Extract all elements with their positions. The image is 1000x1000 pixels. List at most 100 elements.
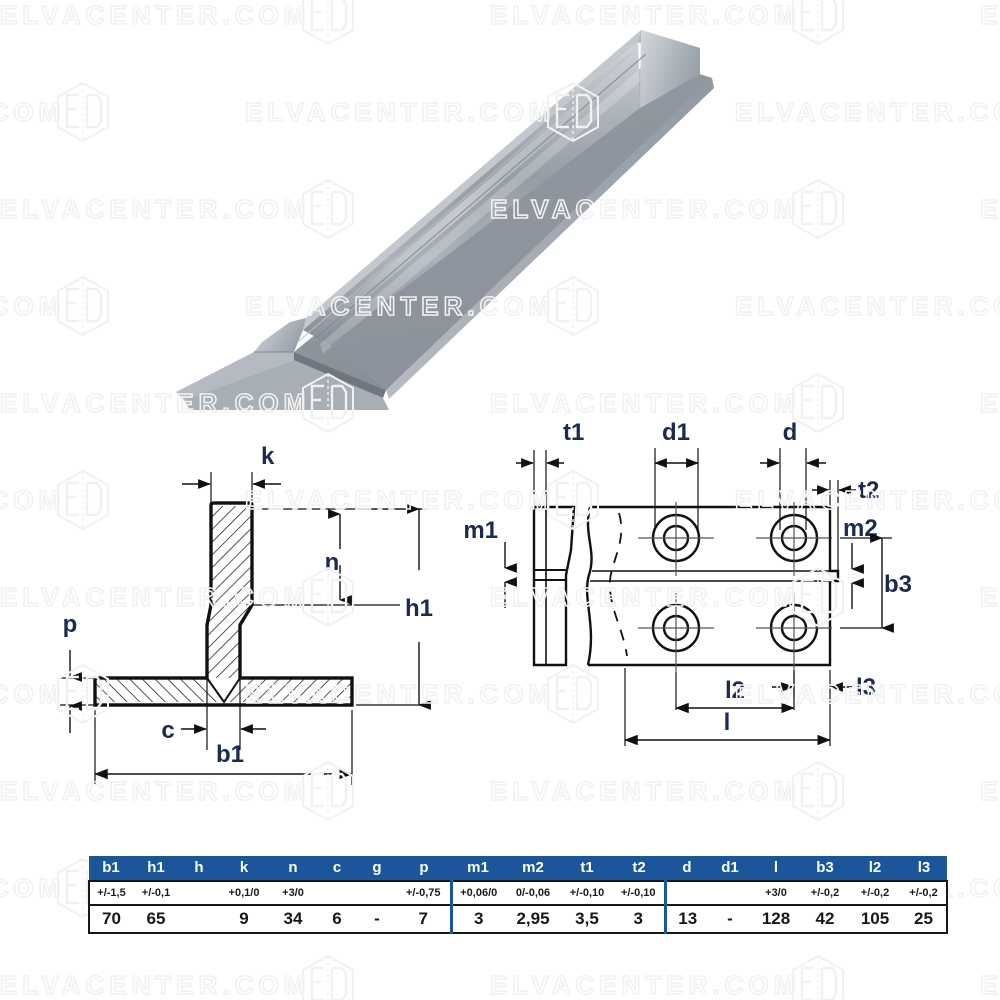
table-header-l2: l2 [849,856,901,881]
tolerance-p: +/-0,75 [397,881,451,905]
label-k: k [261,443,275,470]
table-header-g: g [357,856,397,881]
rail-web-highlight-2 [320,62,650,354]
table-header-m1: m1 [451,856,505,881]
value-c: 6 [317,905,357,933]
value-t2: 3 [613,905,665,933]
tolerance-d1 [709,881,751,905]
value-n: 34 [269,905,317,933]
table-header-d: d [665,856,709,881]
tolerance-b1: +/-1,5 [88,881,133,905]
watermark-text: ELVACENTER.COM [489,969,801,1000]
label-m1: m1 [463,517,498,544]
technical-drawings: GF1 k [0,410,1000,840]
rail-base-front [386,78,714,399]
tolerance-d [663,881,709,905]
tolerance-l3: +/-0,2 [901,881,948,905]
tolerance-h [179,881,219,905]
tolerance-c [317,881,357,905]
label-l: l [724,709,731,736]
value-b3: 42 [801,905,849,933]
label-d: d [783,419,798,446]
value-m1: 3 [449,905,505,933]
table-header-n: n [269,856,317,881]
value-d: 13 [663,905,709,933]
profile-base-hatch-right [224,679,352,702]
hidden-edge-dashed [609,512,628,657]
table-header-p: p [397,856,451,881]
watermark-logo-icon [792,954,844,1000]
drawings-svg: GF1 k [60,419,912,785]
watermark-logo [300,954,356,1000]
fishplate-drawing: t1 d1 d t2 [463,419,912,746]
tolerance-m1: +0,06/0 [449,881,505,905]
label-b3: b3 [884,571,912,598]
label-d1: d1 [662,419,690,446]
profile-cross-section: GF1 k [60,443,433,785]
watermark-text: ELVACENTER.COM [979,969,1000,1000]
value-d1: - [709,905,751,933]
tolerance-k: +0,1/0 [219,881,269,905]
table-header-b1: b1 [89,856,133,881]
watermark-text: ELVACENTER.COM [0,872,66,904]
value-m2: 2,95 [505,905,561,933]
rail-near-end-cut [254,318,306,352]
label-l3: l3 [856,674,876,701]
fishplate-plan-outline [588,505,840,667]
product-photo [0,0,1000,410]
watermark-text: ELVACENTER.COM [0,969,311,1000]
table-header-h: h [179,856,219,881]
value-l2: 105 [849,905,901,933]
label-l2: l2 [725,677,745,704]
fishplate-side-view [532,505,576,667]
table-header-l: l [751,856,801,881]
label-c: c [161,717,174,744]
tolerance-b3: +/-0,2 [801,881,849,905]
tolerance-h1: +/-0,1 [133,881,179,905]
rail-near-base-cut [176,352,294,400]
value-t1: 3,5 [561,905,613,933]
tolerance-l2: +/-0,2 [849,881,901,905]
value-k: 9 [219,905,269,933]
value-h1: 65 [133,905,179,933]
break-line [585,506,593,666]
value-b1: 70 [88,905,133,933]
tolerance-t1: +/-0,10 [561,881,613,905]
table-header-k: k [219,856,269,881]
rail-head-end [640,30,700,108]
tolerance-m2: 0/-0,06 [505,881,561,905]
table-header-t2: t2 [613,856,665,881]
value-h [179,905,219,933]
value-p: 7 [397,905,451,933]
watermark-logo-icon [302,954,354,1000]
product-photo-illustration [176,30,714,410]
table-header-d1: d1 [709,856,751,881]
table-header-l3: l3 [901,856,947,881]
watermark-row: ELVACENTER.COM ELVACENTER.COM ELVACENTER.C… [0,954,1000,1000]
table-header-t1: t1 [561,856,613,881]
rail-web-right-face [330,74,712,390]
value-g: - [357,905,397,933]
label-n: n [325,549,340,576]
profile-web-hatch [207,506,252,678]
tolerance-t2: +/-0,10 [613,881,665,905]
label-h1: h1 [405,595,433,622]
table-header-b3: b3 [801,856,849,881]
profile-base-hatch-left [95,679,224,702]
label-t1: t1 [563,419,584,446]
label-p: p [63,611,78,638]
table-header-m2: m2 [505,856,561,881]
value-l: 128 [751,905,801,933]
profile-fillet [206,677,241,704]
tolerance-n: +3/0 [269,881,317,905]
table-header-h1: h1 [133,856,179,881]
label-b1: b1 [216,741,244,768]
label-t2: t2 [858,477,879,504]
value-l3: 25 [901,905,948,933]
